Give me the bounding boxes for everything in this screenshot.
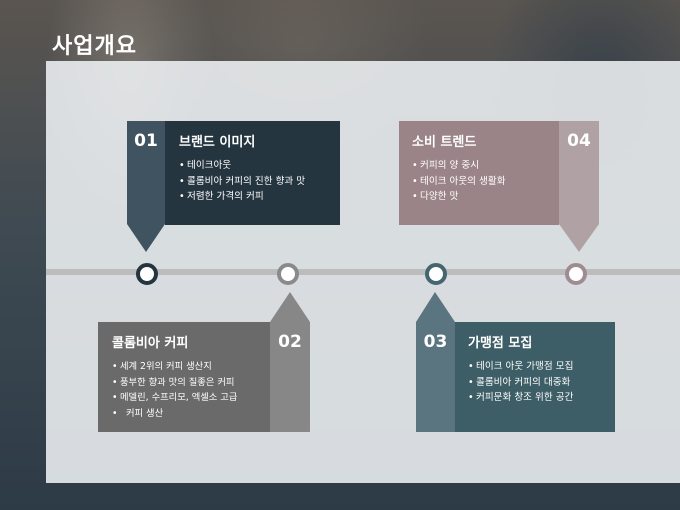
list-item: 커피의 양 중시 <box>412 158 506 174</box>
slide-title: 사업개요 <box>52 34 137 59</box>
card-03-tab-shape <box>416 292 455 432</box>
card-03-number: 03 <box>423 332 448 352</box>
card-04-bullets: 커피의 양 중시 테이크 아웃의 생활화 다양한 맛 <box>412 158 506 205</box>
list-item: 세계 2위의 커피 생산지 <box>112 359 237 375</box>
list-item: 저렴한 가격의 커피 <box>179 189 305 205</box>
card-01-bullets: 테이크아웃 콜롬비아 커피의 진한 향과 맛 저렴한 가격의 커피 <box>179 158 305 205</box>
card-02: 콜롬비아 커피 세계 2위의 커피 생산지 풍부한 향과 맛의 질좋은 커피 메… <box>98 322 270 432</box>
list-item: 풍부한 향과 맛의 질좋은 커피 <box>112 375 237 391</box>
timeline-bar <box>46 269 680 275</box>
card-04-title: 소비 트렌드 <box>412 135 477 150</box>
card-04: 소비 트렌드 커피의 양 중시 테이크 아웃의 생활화 다양한 맛 <box>399 121 559 225</box>
list-item: 콜롬비아 커피의 대중화 <box>468 375 573 391</box>
card-01-tab-shape <box>127 121 165 252</box>
list-item: 테이크아웃 <box>179 158 305 174</box>
timeline-node-01 <box>136 263 158 285</box>
card-04-tab: 04 <box>559 121 599 253</box>
list-item: 메델린, 수프리모, 엑셀소 고급 <box>112 390 237 406</box>
list-item: 테이크 아웃의 생활화 <box>412 174 506 190</box>
card-02-number: 02 <box>278 332 302 352</box>
card-02-tab: 02 <box>270 292 310 432</box>
card-03-tab: 03 <box>416 292 455 432</box>
list-item: 테이크 아웃 가맹점 모집 <box>468 359 573 375</box>
card-02-bullets: 세계 2위의 커피 생산지 풍부한 향과 맛의 질좋은 커피 메델린, 수프리모… <box>112 359 237 421</box>
list-item: 커피문화 창조 위한 공간 <box>468 390 573 406</box>
timeline-node-04 <box>565 263 587 285</box>
card-01-number: 01 <box>134 131 158 151</box>
card-01: 브랜드 이미지 테이크아웃 콜롬비아 커피의 진한 향과 맛 저렴한 가격의 커… <box>165 121 340 225</box>
list-item: 다양한 맛 <box>412 189 506 205</box>
card-01-tab: 01 <box>127 121 165 253</box>
card-03-title: 가맹점 모집 <box>468 336 533 351</box>
card-04-number: 04 <box>567 131 591 151</box>
card-04-tab-shape <box>559 121 599 252</box>
card-02-tab-shape <box>270 292 310 432</box>
list-item: 커피 생산 <box>112 406 237 422</box>
card-03-bullets: 테이크 아웃 가맹점 모집 콜롬비아 커피의 대중화 커피문화 창조 위한 공간 <box>468 359 573 406</box>
card-03: 가맹점 모집 테이크 아웃 가맹점 모집 콜롬비아 커피의 대중화 커피문화 창… <box>455 322 615 432</box>
list-item: 콜롬비아 커피의 진한 향과 맛 <box>179 174 305 190</box>
card-01-title: 브랜드 이미지 <box>179 135 256 150</box>
timeline-node-03 <box>425 263 447 285</box>
timeline-node-02 <box>277 263 299 285</box>
card-02-title: 콜롬비아 커피 <box>112 336 189 351</box>
